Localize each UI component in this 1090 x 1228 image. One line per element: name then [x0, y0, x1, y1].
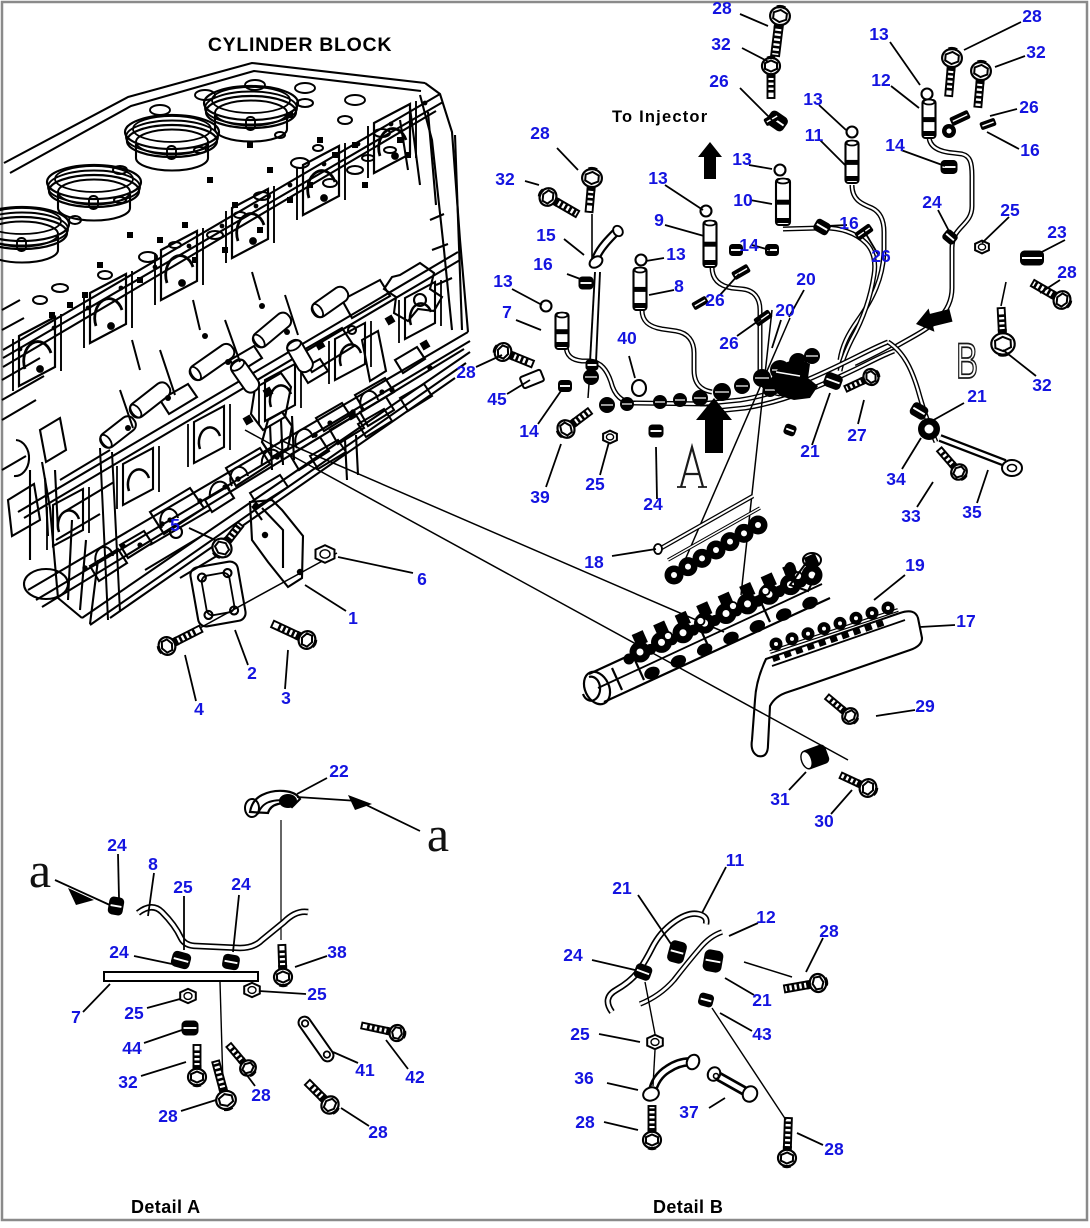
svg-text:18: 18	[584, 552, 604, 572]
svg-text:23: 23	[1047, 222, 1067, 242]
svg-text:13: 13	[648, 168, 668, 188]
svg-text:25: 25	[1000, 200, 1020, 220]
svg-text:14: 14	[885, 135, 905, 155]
svg-text:21: 21	[612, 878, 632, 898]
svg-text:24: 24	[922, 192, 942, 212]
svg-text:2: 2	[247, 663, 257, 683]
svg-text:Detail B: Detail B	[653, 1197, 723, 1217]
svg-text:a: a	[29, 842, 51, 898]
svg-text:13: 13	[869, 24, 889, 44]
svg-text:26: 26	[719, 333, 739, 353]
svg-text:24: 24	[107, 835, 127, 855]
svg-text:43: 43	[752, 1024, 772, 1044]
svg-text:1: 1	[348, 608, 358, 628]
svg-text:16: 16	[1020, 140, 1040, 160]
svg-text:6: 6	[417, 569, 427, 589]
svg-text:25: 25	[570, 1024, 590, 1044]
svg-text:11: 11	[805, 125, 824, 145]
svg-text:42: 42	[405, 1067, 425, 1087]
svg-text:20: 20	[796, 269, 816, 289]
svg-text:45: 45	[487, 389, 507, 409]
svg-text:31: 31	[770, 789, 790, 809]
svg-text:32: 32	[118, 1072, 138, 1092]
svg-text:24: 24	[109, 942, 129, 962]
svg-text:32: 32	[711, 34, 731, 54]
svg-text:24: 24	[643, 494, 663, 514]
svg-text:5: 5	[170, 515, 180, 535]
svg-text:30: 30	[814, 811, 834, 831]
svg-text:27: 27	[847, 425, 866, 445]
svg-text:32: 32	[1032, 375, 1052, 395]
svg-text:17: 17	[956, 611, 975, 631]
svg-text:20: 20	[775, 300, 795, 320]
svg-text:28: 28	[158, 1106, 178, 1126]
svg-text:21: 21	[752, 990, 772, 1010]
svg-text:28: 28	[456, 362, 476, 382]
svg-text:12: 12	[756, 907, 776, 927]
svg-text:28: 28	[819, 921, 839, 941]
svg-text:11: 11	[726, 850, 745, 870]
svg-text:41: 41	[355, 1060, 375, 1080]
svg-text:10: 10	[733, 190, 753, 210]
svg-text:28: 28	[251, 1085, 271, 1105]
svg-text:25: 25	[124, 1003, 144, 1023]
svg-text:4: 4	[194, 699, 204, 719]
svg-text:22: 22	[329, 761, 349, 781]
svg-text:7: 7	[71, 1007, 81, 1027]
svg-text:21: 21	[967, 386, 987, 406]
svg-text:3: 3	[281, 688, 291, 708]
svg-text:40: 40	[617, 328, 637, 348]
svg-text:15: 15	[536, 225, 556, 245]
svg-text:8: 8	[148, 854, 158, 874]
svg-text:35: 35	[962, 502, 982, 522]
svg-text:28: 28	[1057, 262, 1077, 282]
svg-text:12: 12	[871, 70, 891, 90]
svg-text:26: 26	[871, 246, 891, 266]
svg-text:16: 16	[533, 254, 553, 274]
svg-text:13: 13	[493, 271, 513, 291]
svg-text:9: 9	[654, 210, 664, 230]
svg-text:26: 26	[705, 290, 725, 310]
svg-text:28: 28	[368, 1122, 388, 1142]
svg-text:To Injector: To Injector	[612, 108, 708, 126]
svg-text:21: 21	[800, 441, 820, 461]
svg-text:28: 28	[575, 1112, 595, 1132]
svg-text:25: 25	[307, 984, 327, 1004]
svg-text:14: 14	[519, 421, 539, 441]
svg-text:26: 26	[709, 71, 729, 91]
svg-text:19: 19	[905, 555, 925, 575]
svg-text:44: 44	[122, 1038, 142, 1058]
svg-text:33: 33	[901, 506, 921, 526]
svg-text:28: 28	[1022, 6, 1042, 26]
svg-text:36: 36	[574, 1068, 594, 1088]
svg-text:28: 28	[712, 0, 732, 18]
svg-text:25: 25	[585, 474, 605, 494]
svg-text:13: 13	[803, 89, 823, 109]
svg-text:13: 13	[732, 149, 752, 169]
svg-text:25: 25	[173, 877, 193, 897]
svg-text:29: 29	[915, 696, 935, 716]
svg-text:37: 37	[679, 1102, 698, 1122]
svg-text:24: 24	[563, 945, 583, 965]
svg-text:39: 39	[530, 487, 550, 507]
svg-text:24: 24	[231, 874, 251, 894]
svg-text:32: 32	[495, 169, 515, 189]
svg-text:38: 38	[327, 942, 347, 962]
svg-text:a: a	[427, 806, 449, 862]
svg-text:8: 8	[674, 276, 684, 296]
svg-text:13: 13	[666, 244, 686, 264]
svg-text:28: 28	[824, 1139, 844, 1159]
svg-text:B: B	[956, 333, 978, 388]
svg-text:26: 26	[1019, 97, 1039, 117]
svg-text:28: 28	[530, 123, 550, 143]
svg-text:16: 16	[839, 213, 859, 233]
svg-text:34: 34	[886, 469, 906, 489]
svg-text:Detail A: Detail A	[131, 1197, 201, 1217]
svg-text:14: 14	[739, 235, 759, 255]
svg-text:7: 7	[502, 302, 512, 322]
svg-text:32: 32	[1026, 42, 1046, 62]
svg-text:CYLINDER BLOCK: CYLINDER BLOCK	[208, 34, 392, 56]
